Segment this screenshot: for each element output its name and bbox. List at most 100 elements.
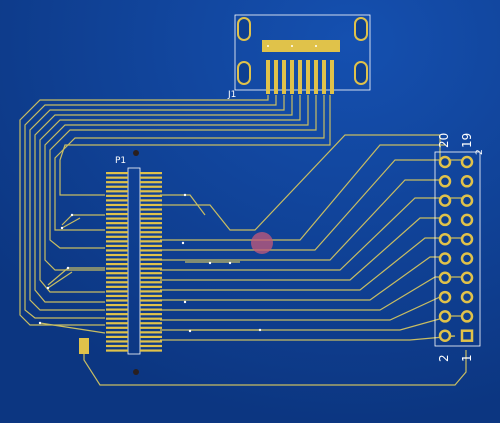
- header-pin: [438, 271, 452, 285]
- p1-pad: [106, 176, 128, 179]
- header-pin: [438, 290, 452, 304]
- header-pin: [438, 175, 452, 188]
- header-pin: [460, 252, 474, 265]
- p1-pad: [106, 299, 128, 302]
- contact-pins: [266, 60, 334, 94]
- pin1-marker-icon: [133, 150, 139, 156]
- trace: [24, 95, 277, 319]
- header-pin: [438, 310, 452, 323]
- p1-pad: [106, 185, 128, 188]
- corner-pad: [79, 338, 89, 354]
- header-pin: [438, 252, 452, 265]
- p1-pad: [140, 322, 162, 325]
- p1-pad: [140, 317, 162, 320]
- p1-pad: [106, 313, 128, 316]
- p1-pad: [106, 285, 128, 288]
- header-label-19: 19: [460, 133, 474, 148]
- trace: [59, 95, 331, 196]
- trace: [160, 179, 445, 261]
- header-pin: [460, 310, 474, 323]
- header-pin: [460, 194, 474, 207]
- p1-pad: [106, 331, 128, 334]
- p1-pad: [140, 349, 162, 352]
- p1-pad: [106, 335, 128, 338]
- header-pin: [460, 232, 474, 246]
- p1-pad: [106, 272, 128, 275]
- header-20pin[interactable]: 20 19 2 1 2: [434, 133, 485, 362]
- p1-pad: [140, 331, 162, 334]
- p1-pad: [106, 349, 128, 352]
- p1-pad: [106, 181, 128, 184]
- trace: [39, 322, 106, 334]
- p1-pad: [140, 185, 162, 188]
- p1-pad: [140, 276, 162, 279]
- trace: [160, 256, 445, 301]
- p1-pad: [106, 217, 128, 220]
- p1-pad: [140, 294, 162, 298]
- header-pin: [460, 213, 474, 227]
- p1-pad: [106, 190, 128, 193]
- trace: [160, 134, 441, 231]
- p1-pad: [106, 281, 128, 284]
- p1-pad: [140, 172, 162, 175]
- p1-pad: [106, 244, 128, 247]
- p1-pad: [140, 308, 162, 311]
- header-pin: [438, 155, 452, 169]
- p1-pad: [140, 176, 162, 179]
- p1-pad: [106, 276, 128, 279]
- p1-pad: [140, 263, 162, 266]
- header-pin: [460, 175, 474, 188]
- header-label-1: 1: [460, 354, 474, 362]
- p1-pad: [106, 340, 128, 343]
- p1-pad: [106, 344, 128, 348]
- header-pin-1: [460, 329, 474, 342]
- p1-pad: [106, 226, 128, 229]
- p1-pad: [140, 258, 162, 261]
- trace: [19, 95, 269, 326]
- header-pins: [438, 155, 474, 342]
- p1-pad: [106, 172, 128, 175]
- p1-pad: [106, 322, 128, 325]
- mounting-pad: [354, 17, 368, 41]
- header-pin: [438, 329, 452, 342]
- component-p1-outline: [127, 167, 141, 355]
- p1-pad: [140, 190, 162, 193]
- p1-pad: [106, 303, 128, 307]
- trace: [47, 271, 73, 289]
- p1-pad: [140, 299, 162, 302]
- p1-pad: [140, 253, 162, 257]
- p1-pad: [140, 340, 162, 343]
- component-p1[interactable]: P1: [106, 150, 162, 375]
- connector-j1[interactable]: J1: [227, 14, 371, 100]
- p1-pad: [140, 244, 162, 247]
- vias: [38, 193, 262, 333]
- p1-pad: [140, 222, 162, 225]
- trace: [49, 95, 317, 249]
- trace: [160, 159, 470, 251]
- p1-pad: [140, 303, 162, 307]
- p1-pad: [140, 208, 162, 211]
- p1-pad: [140, 226, 162, 229]
- trace: [54, 95, 325, 231]
- header-pin: [460, 290, 474, 304]
- p1-pad: [140, 272, 162, 275]
- p1-pad: [140, 281, 162, 284]
- header-pin: [438, 232, 452, 246]
- header-pin: [438, 213, 452, 227]
- p1-pad: [106, 326, 128, 329]
- trace: [160, 217, 445, 281]
- p1-pad: [140, 290, 162, 293]
- pin-dots: [267, 45, 317, 47]
- trace: [61, 217, 81, 229]
- circle-marker-icon[interactable]: [251, 232, 273, 254]
- trace: [34, 95, 293, 303]
- p1-pad: [106, 194, 128, 197]
- p1-pad: [140, 231, 162, 234]
- trace: [44, 95, 309, 271]
- trace: [160, 315, 470, 331]
- p1-pad: [106, 235, 128, 238]
- p1-pad: [106, 253, 128, 257]
- p1-pad: [140, 344, 162, 348]
